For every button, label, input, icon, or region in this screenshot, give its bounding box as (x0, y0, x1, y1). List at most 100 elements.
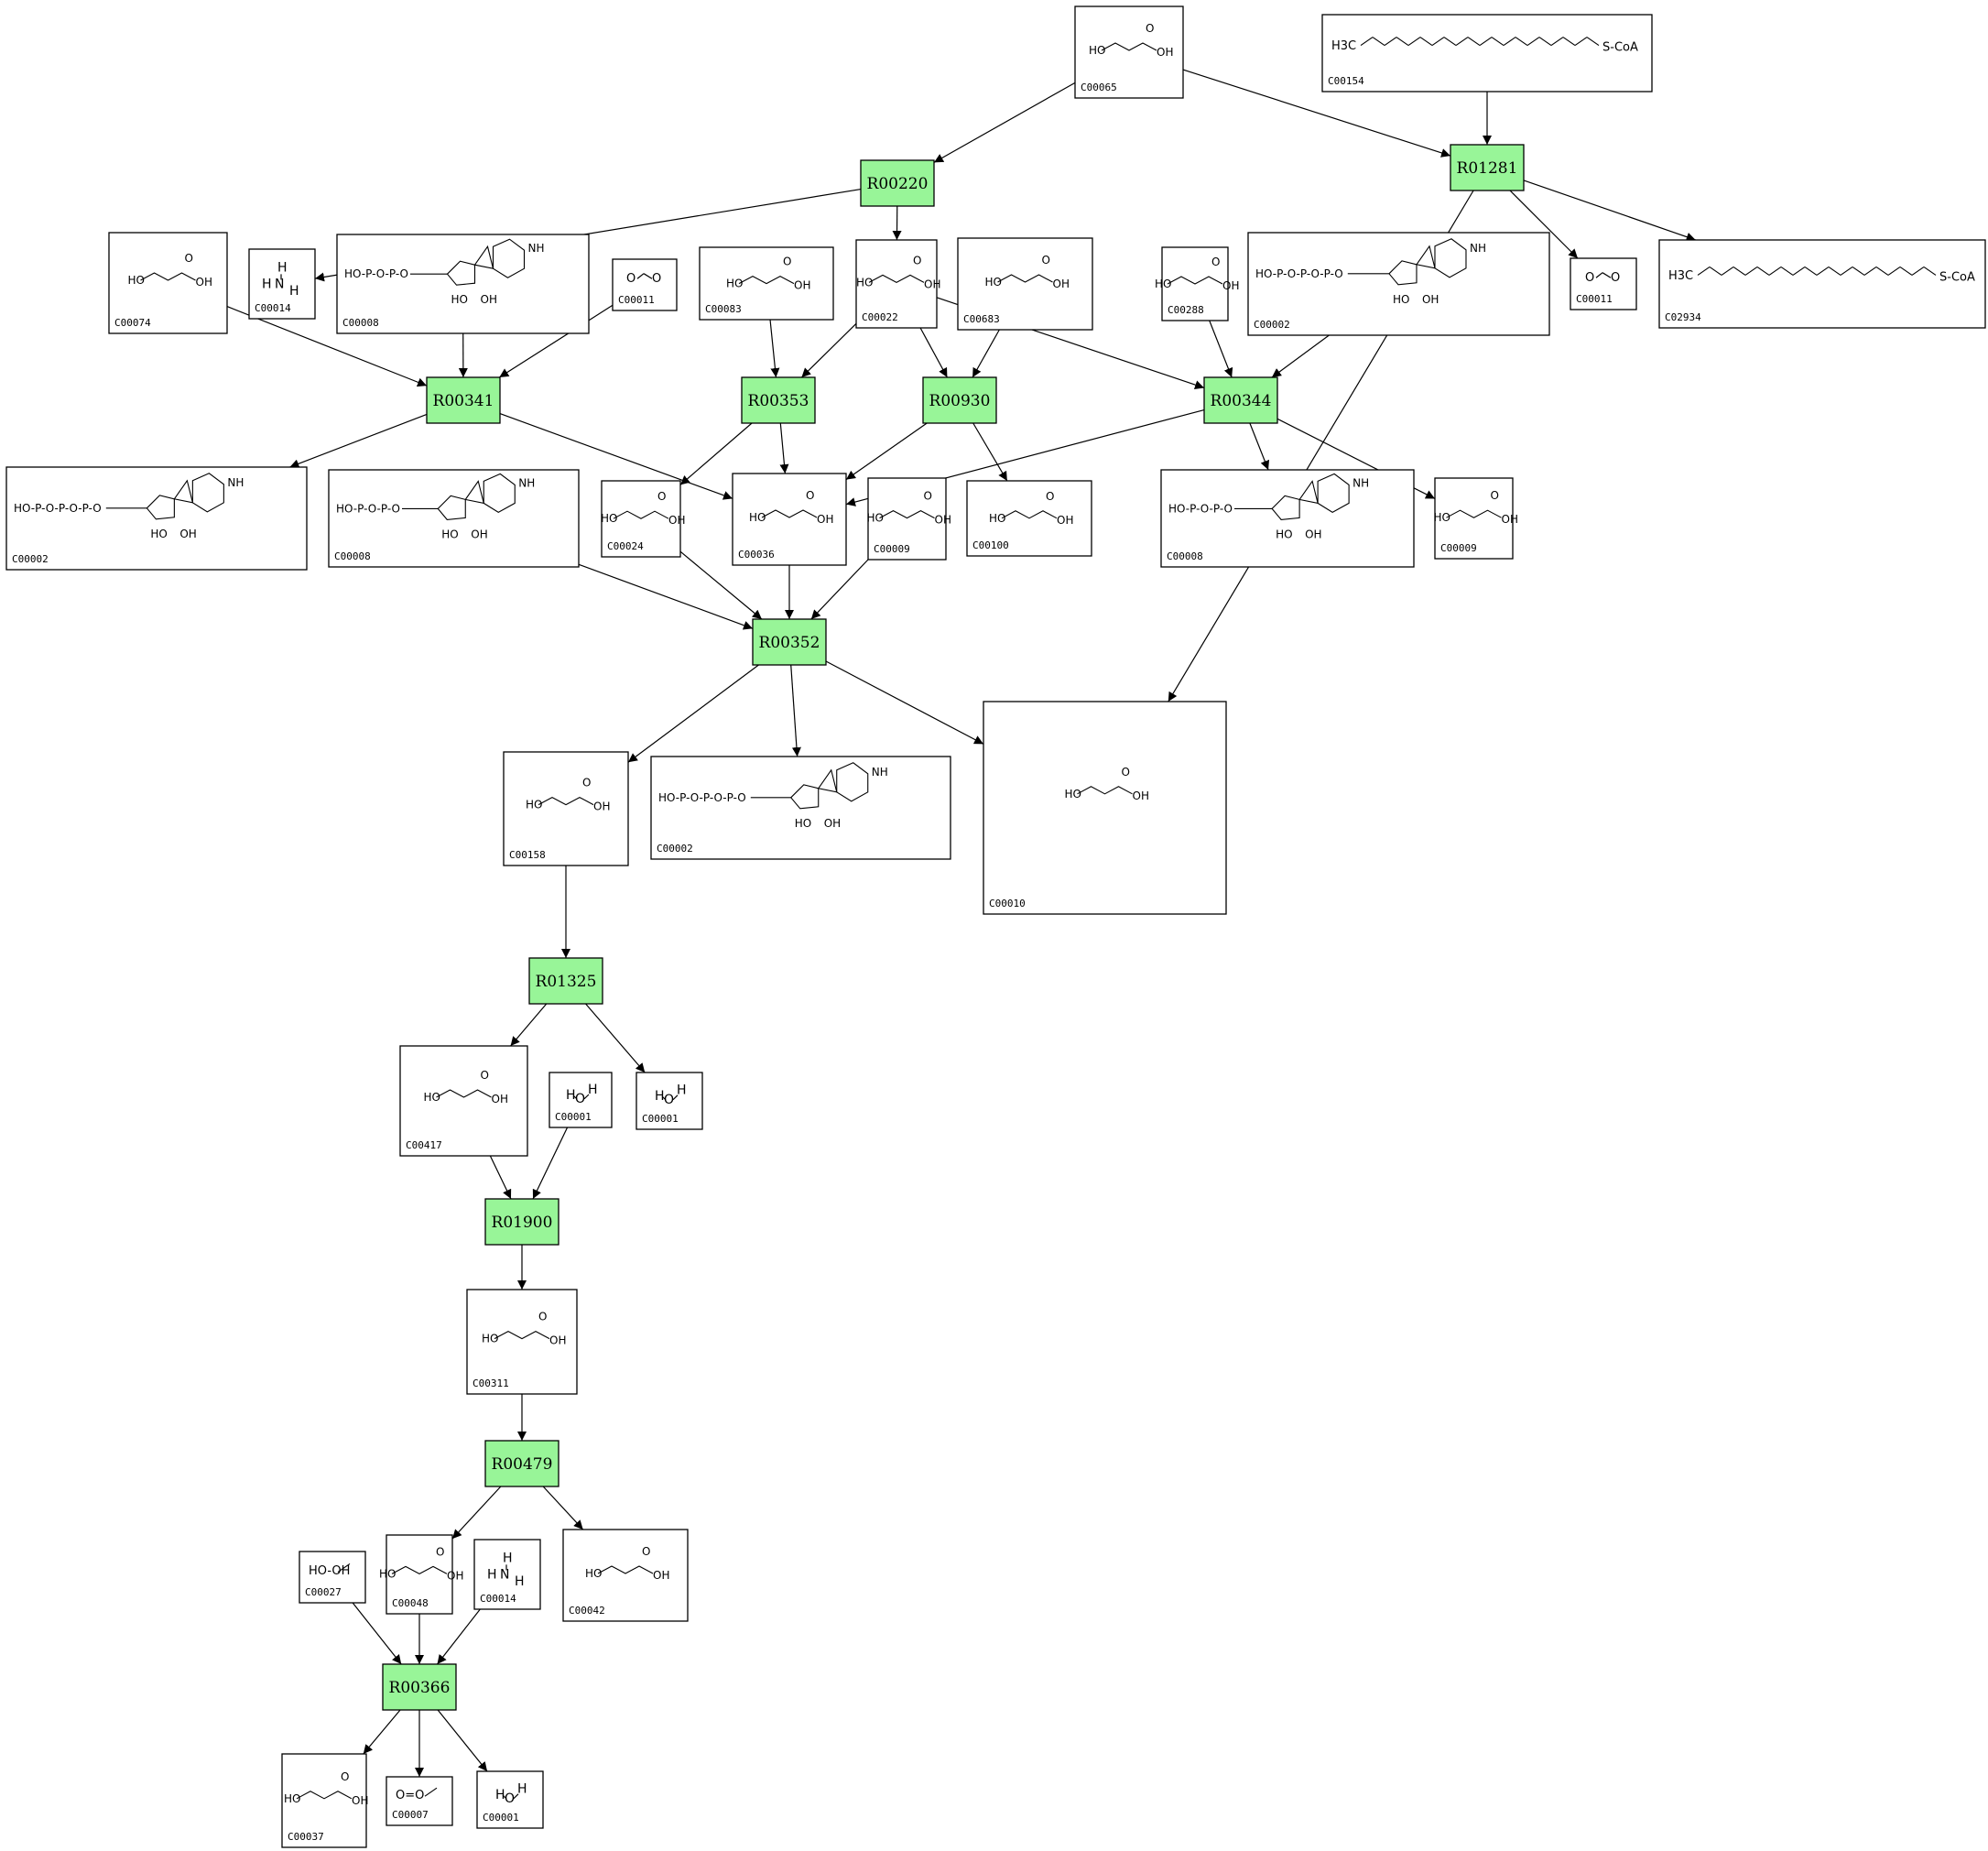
compound-box[interactable] (476, 1770, 544, 1829)
svg-text:OH: OH (1305, 528, 1321, 540)
reaction-box[interactable] (860, 159, 935, 207)
reaction-box[interactable] (752, 618, 827, 666)
compound-box[interactable] (281, 1753, 367, 1848)
compound-box[interactable] (473, 1539, 541, 1610)
reaction-node[interactable]: R00479 (484, 1440, 559, 1487)
reaction-node[interactable]: R00930 (922, 376, 997, 424)
compound-box[interactable] (957, 237, 1093, 331)
reaction-box[interactable] (426, 376, 501, 424)
compound-box[interactable] (1074, 5, 1184, 99)
reaction-edge (779, 422, 789, 474)
reaction-box[interactable] (484, 1198, 559, 1246)
compound-box[interactable] (650, 756, 951, 860)
reaction-box[interactable] (922, 376, 997, 424)
compound-box[interactable] (1247, 232, 1550, 336)
reaction-node[interactable]: R01900 (484, 1198, 559, 1246)
compound-box[interactable] (855, 239, 938, 329)
compound-box[interactable] (1160, 469, 1415, 568)
reaction-box[interactable] (382, 1663, 457, 1711)
reaction-node[interactable]: R00353 (741, 376, 816, 424)
compound-box[interactable] (503, 751, 629, 866)
reaction-box[interactable] (1450, 144, 1525, 191)
compound-box[interactable] (1570, 257, 1637, 310)
reaction-node[interactable]: R01325 (528, 957, 603, 1005)
compound-box[interactable] (399, 1045, 528, 1157)
reaction-node[interactable]: R00341 (426, 376, 501, 424)
reaction-edge (933, 82, 1076, 163)
reaction-node[interactable]: R01281 (1450, 144, 1525, 191)
compound-box[interactable] (248, 248, 316, 320)
reaction-box[interactable] (741, 376, 816, 424)
svg-text:H: H (289, 284, 299, 299)
reaction-node[interactable]: R00220 (860, 159, 935, 207)
compound-box[interactable] (328, 469, 580, 568)
compound-box[interactable] (1321, 14, 1653, 93)
reaction-box[interactable] (1203, 376, 1278, 424)
reaction-node[interactable]: R00352 (752, 618, 827, 666)
compound-box[interactable] (466, 1289, 578, 1395)
compound-box[interactable] (562, 1529, 689, 1622)
compound-label: C00011 (1576, 293, 1613, 305)
svg-text:HO: HO (1155, 278, 1171, 290)
compound-label: C00014 (480, 1593, 516, 1605)
compound-label: C00002 (12, 553, 49, 565)
compound-label: C00027 (305, 1586, 342, 1598)
compound-box[interactable] (867, 477, 947, 561)
compound-box[interactable] (636, 1072, 703, 1130)
compound-box[interactable] (1434, 477, 1514, 560)
compound-box[interactable] (983, 701, 1227, 915)
compound-box[interactable] (549, 1072, 613, 1128)
reaction-box[interactable] (528, 957, 603, 1005)
reaction-node[interactable]: R00344 (1203, 376, 1278, 424)
compound-box[interactable] (108, 232, 228, 334)
compound-box[interactable] (1658, 239, 1986, 329)
compound-box[interactable] (299, 1551, 366, 1604)
reaction-box[interactable] (484, 1440, 559, 1487)
compound-box[interactable] (732, 473, 847, 566)
compound-box[interactable] (386, 1776, 453, 1826)
compound-box[interactable] (612, 258, 678, 311)
svg-text:OH: OH (196, 276, 212, 289)
reaction-node[interactable]: R00366 (382, 1663, 457, 1711)
compound-box[interactable] (5, 466, 308, 571)
